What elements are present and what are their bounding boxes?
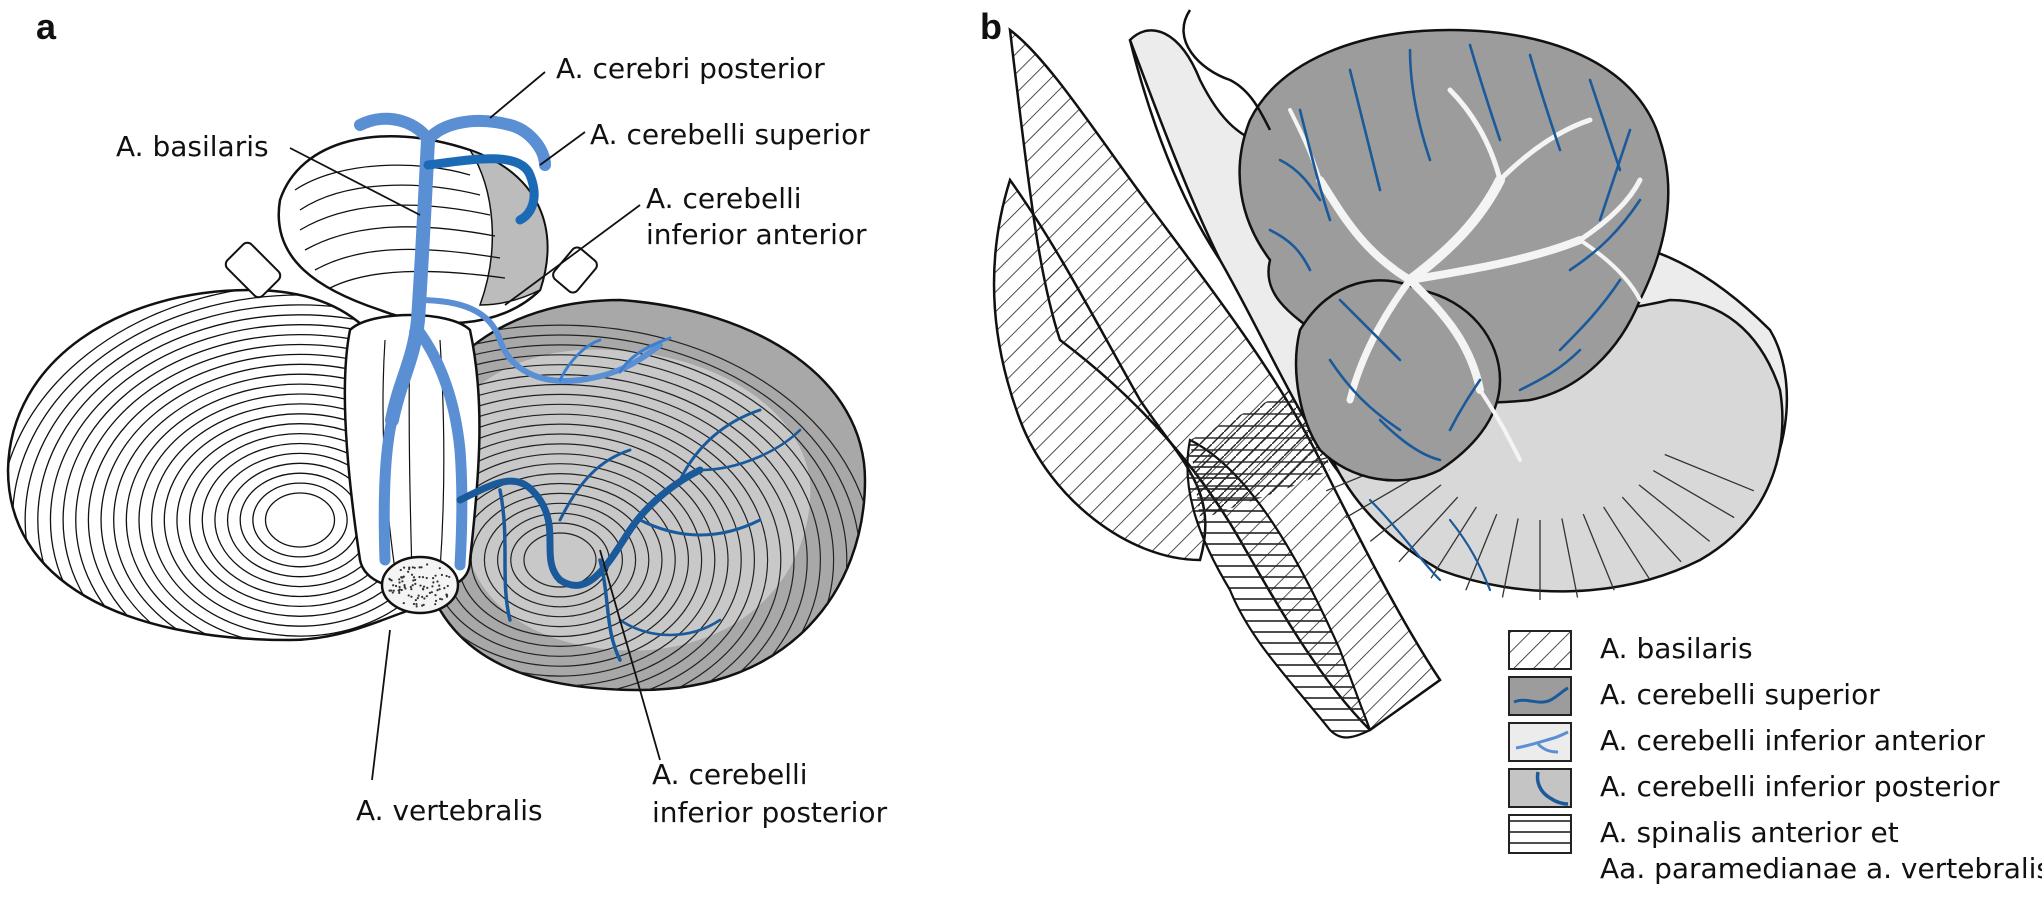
- label-cerebelli-inferior-posterior-1: A. cerebelli: [652, 758, 808, 791]
- label-cerebri-posterior: A. cerebri posterior: [556, 52, 825, 85]
- legend-label: A. basilaris: [1600, 632, 1753, 665]
- right-hemisphere-inner: [440, 349, 811, 651]
- posterior-cerebral-artery: [354, 112, 551, 171]
- panel-a-leaders: [289, 71, 661, 781]
- legend-label-line1: A. spinalis anterior et: [1600, 816, 1899, 849]
- panel-b-vessels: [1268, 43, 1642, 592]
- legend-swatch-inferior-posterior: [1508, 768, 1572, 808]
- arbor-vitae: [1288, 87, 1643, 462]
- label-cerebelli-inferior-anterior-2: inferior anterior: [646, 218, 867, 251]
- medulla-horizontal-hatched: [1186, 438, 1372, 739]
- pica: [456, 466, 704, 589]
- pons-bulge: [992, 177, 1207, 562]
- upper-folia-lines: [294, 164, 506, 289]
- legend-swatch-inferior-anterior: [1508, 722, 1572, 762]
- legend-label: A. cerebelli superior: [1600, 678, 1880, 711]
- vertebral-artery-left: [378, 414, 398, 566]
- panel-a-drawing: [6, 71, 867, 781]
- legend-swatch-diagonal-hatch: [1508, 630, 1572, 670]
- superior-cerebellar-artery: [423, 154, 539, 225]
- legend-label: A. cerebelli inferior anterior: [1600, 724, 1985, 757]
- nerve-stump-right: [552, 246, 598, 294]
- legend-label: A. cerebelli inferior posterior: [1600, 770, 2000, 803]
- brainstem-outline: [1128, 39, 1222, 261]
- panel-b-drawing: [992, 9, 1789, 739]
- label-basilaris: A. basilaris: [116, 130, 269, 163]
- label-cerebelli-superior: A. cerebelli superior: [590, 118, 870, 151]
- left-folia: [8, 290, 425, 640]
- panel-letter-b: b: [980, 6, 1002, 47]
- label-vertebralis: A. vertebralis: [356, 794, 543, 827]
- legend-swatch-superior: [1508, 676, 1572, 716]
- nerve-stump-left: [224, 241, 282, 299]
- basilar-artery: [385, 133, 435, 427]
- fourth-ventricle-curve: [1182, 9, 1272, 131]
- cross-hatch-zone: [1190, 380, 1330, 520]
- label-cerebelli-inferior-anterior-1: A. cerebelli: [646, 182, 802, 215]
- legend-label-line2: Aa. paramedianae a. vertebralis: [1600, 852, 2042, 885]
- panel-a-vessels: [354, 112, 802, 662]
- vertebral-artery-right: [412, 324, 468, 571]
- spinal-cord-stipple: [388, 563, 451, 608]
- legend-swatch-horizontal-hatch: [1508, 814, 1572, 854]
- panel-letter-a: a: [36, 6, 57, 47]
- label-cerebelli-inferior-posterior-2: inferior posterior: [652, 796, 888, 829]
